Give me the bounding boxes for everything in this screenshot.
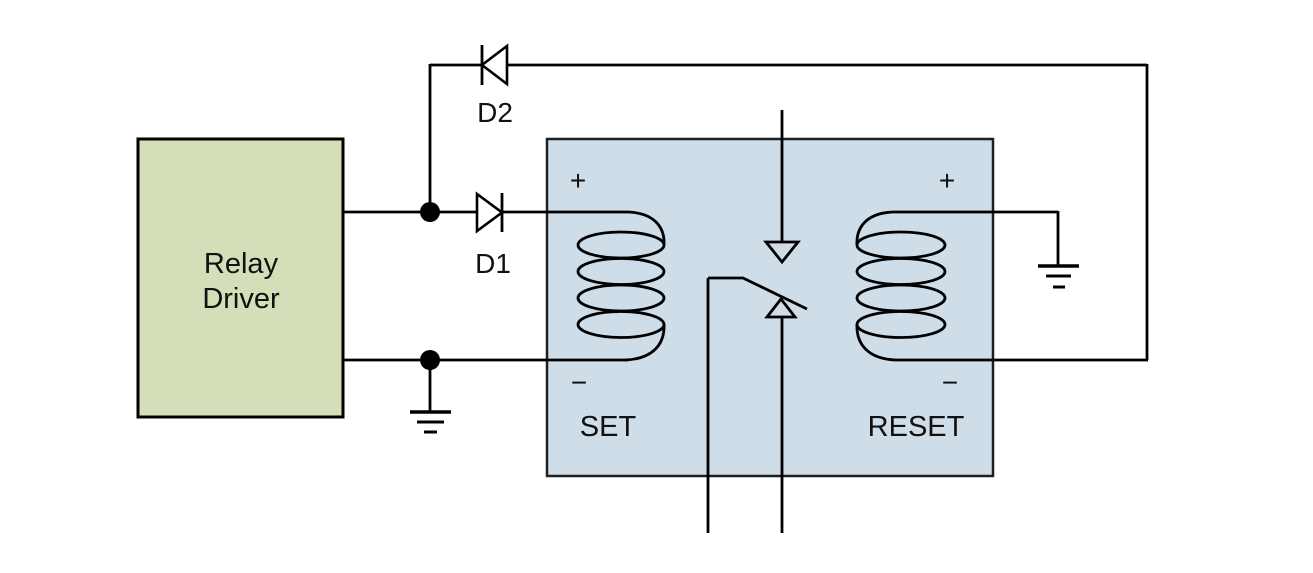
reset-coil — [855, 210, 947, 362]
set-coil-top-arc — [627, 210, 666, 246]
diode-d1-triangle — [475, 191, 505, 234]
set-coil-bottom-arc — [624, 323, 666, 362]
diode-d2-label: D2 — [477, 97, 513, 128]
reset-coil-top-arc — [855, 210, 894, 246]
reset-coil-bottom-arc — [855, 323, 897, 362]
reset-coil-label: RESET — [868, 411, 965, 443]
set-coil-label: SET — [580, 411, 637, 443]
fixed-contact-down-arrow — [763, 240, 801, 265]
set-plus-sign: + — [570, 165, 586, 196]
ground-symbol-reset — [1038, 264, 1079, 289]
wires — [343, 63, 1149, 533]
diode-d1-label: D1 — [475, 248, 511, 279]
relay-driver-label-line2: Driver — [202, 283, 280, 315]
relay-driver-box — [136, 137, 345, 419]
reset-minus-sign: − — [942, 367, 958, 398]
relay-box — [545, 137, 995, 478]
junction-dot-top — [420, 202, 440, 222]
fixed-contact-up-arrow — [764, 296, 798, 319]
junction-dot-bottom — [420, 350, 440, 370]
armature-contact — [708, 276, 808, 311]
diode-d2-symbol — [479, 43, 509, 87]
ground-symbol-driver — [410, 410, 451, 434]
diode-d2-triangle — [479, 43, 509, 87]
set-minus-sign: − — [571, 367, 587, 398]
set-coil — [576, 210, 666, 362]
relay-driver-label-line1: Relay — [204, 248, 279, 280]
reset-plus-sign: + — [939, 165, 955, 196]
diode-d1-symbol — [475, 191, 505, 234]
